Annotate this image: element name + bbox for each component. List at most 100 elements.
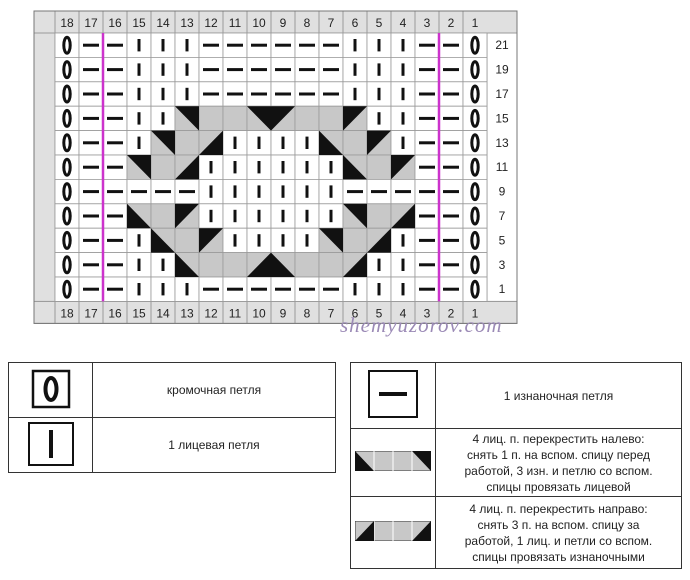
cross-triangle-mark bbox=[367, 130, 391, 155]
column-number: 8 bbox=[304, 16, 311, 30]
legend-row-purl: 1 изнаночная петля bbox=[350, 362, 682, 429]
column-number: 3 bbox=[424, 16, 431, 30]
legend-text-cross-left: 4 лиц. п. перекрестить налево: снять 1 п… bbox=[435, 428, 682, 497]
column-number: 14 bbox=[156, 16, 170, 30]
legend-text-knit: 1 лицевая петля bbox=[92, 417, 336, 473]
selvedge-stitch-mark bbox=[62, 108, 72, 128]
chart-border bbox=[33, 10, 518, 324]
selvedge-stitch-mark bbox=[62, 182, 72, 202]
selvedge-stitch-mark bbox=[62, 279, 72, 299]
row-number: 11 bbox=[496, 160, 509, 174]
cross-triangle-mark bbox=[175, 155, 199, 180]
legend-table-left: кромочная петля 1 лицевая петля bbox=[8, 362, 336, 473]
cross-triangle-mark bbox=[319, 130, 343, 155]
cross-triangle-mark bbox=[391, 155, 415, 180]
column-number: 12 bbox=[204, 306, 218, 320]
row-number: 15 bbox=[495, 111, 509, 125]
chart-cell bbox=[342, 130, 368, 156]
column-number: 4 bbox=[400, 16, 407, 30]
column-number: 15 bbox=[132, 16, 146, 30]
header-band-top bbox=[33, 10, 518, 34]
column-number: 12 bbox=[204, 16, 218, 30]
legend-row-knit: 1 лицевая петля bbox=[8, 417, 336, 473]
selvedge-stitch-mark bbox=[470, 60, 480, 80]
selvedge-stitch-mark bbox=[62, 157, 72, 177]
cross-triangle-mark bbox=[175, 203, 199, 229]
column-number: 6 bbox=[352, 16, 359, 30]
chart-cell bbox=[342, 81, 368, 107]
chart-cell bbox=[198, 105, 224, 131]
column-number: 6 bbox=[352, 306, 359, 320]
column-number: 11 bbox=[229, 306, 242, 320]
chart-lines bbox=[33, 10, 518, 324]
legend-text-selvedge: кромочная петля bbox=[92, 362, 336, 418]
column-number: 18 bbox=[60, 16, 74, 30]
column-number: 14 bbox=[156, 306, 170, 320]
selvedge-stitch-mark bbox=[62, 133, 72, 153]
chart-cell bbox=[222, 105, 248, 131]
column-number: 3 bbox=[424, 306, 431, 320]
column-number: 13 bbox=[180, 16, 194, 30]
column-number: 2 bbox=[448, 306, 455, 320]
column-number: 5 bbox=[376, 306, 383, 320]
legend-line: работой, 3 изн. и петлю со вспом. bbox=[464, 463, 653, 478]
column-number: 4 bbox=[400, 306, 407, 320]
chart-cell bbox=[366, 203, 392, 229]
row-number: 1 bbox=[499, 282, 506, 296]
column-number: 9 bbox=[280, 16, 287, 30]
column-number: 10 bbox=[252, 306, 266, 320]
selvedge-stitch-mark bbox=[62, 230, 72, 250]
cross-triangle-mark bbox=[127, 203, 151, 229]
chart-cell bbox=[222, 252, 248, 278]
chart-cell bbox=[150, 154, 176, 180]
cross-triangle-mark bbox=[343, 252, 367, 277]
column-number: 2 bbox=[448, 16, 455, 30]
cross-triangle-mark bbox=[127, 155, 151, 180]
column-number: 5 bbox=[376, 16, 383, 30]
selvedge-stitch-mark bbox=[470, 133, 480, 153]
selvedge-stitch-mark bbox=[470, 279, 480, 299]
chart-cell bbox=[150, 203, 176, 229]
cross-triangle-mark bbox=[343, 155, 367, 180]
chart-cell bbox=[174, 227, 200, 253]
cross-triangle-mark bbox=[247, 106, 295, 131]
legend-row-selvedge: кромочная петля bbox=[8, 362, 336, 418]
chart-cell bbox=[198, 252, 224, 278]
selvedge-stitch-mark bbox=[470, 255, 480, 275]
legend-line: спицы провязать изнаночными bbox=[472, 549, 645, 564]
legend-row-cross-right: 4 лиц. п. перекрестить направо: снять 3 … bbox=[350, 496, 682, 569]
legend-line: 4 лиц. п. перекрестить налево: bbox=[472, 431, 645, 446]
cross-triangle-mark bbox=[367, 228, 391, 253]
selvedge-stitch-mark bbox=[470, 230, 480, 250]
cross-right-icon bbox=[350, 496, 436, 569]
column-number: 18 bbox=[60, 306, 74, 320]
column-number: 1 bbox=[472, 306, 479, 320]
purl-stitch-icon bbox=[350, 362, 436, 429]
row-number: 19 bbox=[495, 63, 509, 77]
selvedge-stitch-icon bbox=[8, 362, 93, 418]
column-number: 15 bbox=[132, 306, 146, 320]
legend-line: работой, 1 лиц. и петли со вспом. bbox=[464, 533, 653, 548]
selvedge-stitch-mark bbox=[470, 84, 480, 104]
cross-triangle-mark bbox=[199, 228, 223, 253]
cross-triangle-mark bbox=[343, 106, 367, 131]
column-number: 10 bbox=[252, 16, 266, 30]
chart-cell bbox=[366, 105, 392, 131]
chart-cell bbox=[318, 105, 344, 131]
row-number: 9 bbox=[499, 185, 506, 199]
column-number: 16 bbox=[108, 306, 122, 320]
cross-triangle-mark bbox=[247, 252, 295, 277]
chart-cell bbox=[150, 105, 176, 131]
column-number: 9 bbox=[280, 306, 287, 320]
chart-cell bbox=[174, 276, 200, 302]
column-number: 17 bbox=[84, 16, 98, 30]
row-number: 7 bbox=[499, 209, 506, 223]
legend-line: спицы провязать лицевой bbox=[486, 479, 631, 494]
row-number: 3 bbox=[499, 258, 506, 272]
legend-line: 4 лиц. п. перекрестить направо: bbox=[469, 501, 648, 516]
legend-table-right: 1 изнаночная петля 4 лиц. п. перекрестит… bbox=[350, 362, 682, 569]
chart-cell bbox=[174, 130, 200, 156]
